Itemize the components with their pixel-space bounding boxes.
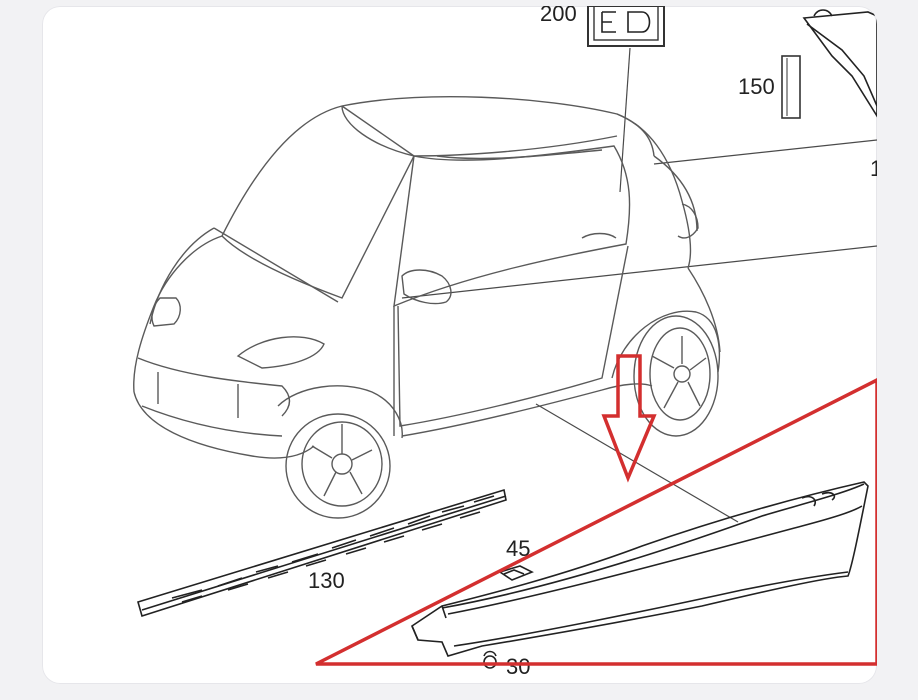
callout-150: 150 [738, 74, 775, 99]
parts-diagram: 200 150 1 [133, 6, 877, 679]
car-drawing [133, 96, 721, 519]
callout-200: 200 [540, 6, 577, 26]
diagram-card: 200 150 1 [42, 6, 877, 684]
strip-part-130 [137, 488, 507, 618]
callout-130: 130 [308, 568, 345, 593]
fastener-part-30 [483, 650, 497, 669]
highlight-triangle [315, 378, 877, 666]
callout-30: 30 [506, 654, 530, 679]
arrow-down-icon [601, 354, 657, 483]
leader-skirt [535, 403, 739, 523]
leader-right-1 [653, 139, 877, 165]
leader-200 [619, 47, 631, 193]
side-skirt-part [411, 481, 869, 657]
trim-part-150 [781, 55, 801, 119]
clip-part-45 [498, 565, 534, 581]
callout-cut: 1 [870, 156, 877, 181]
leader-right-2 [401, 245, 877, 299]
badge-part-200 [587, 6, 665, 47]
roof-panel-part [802, 9, 877, 118]
